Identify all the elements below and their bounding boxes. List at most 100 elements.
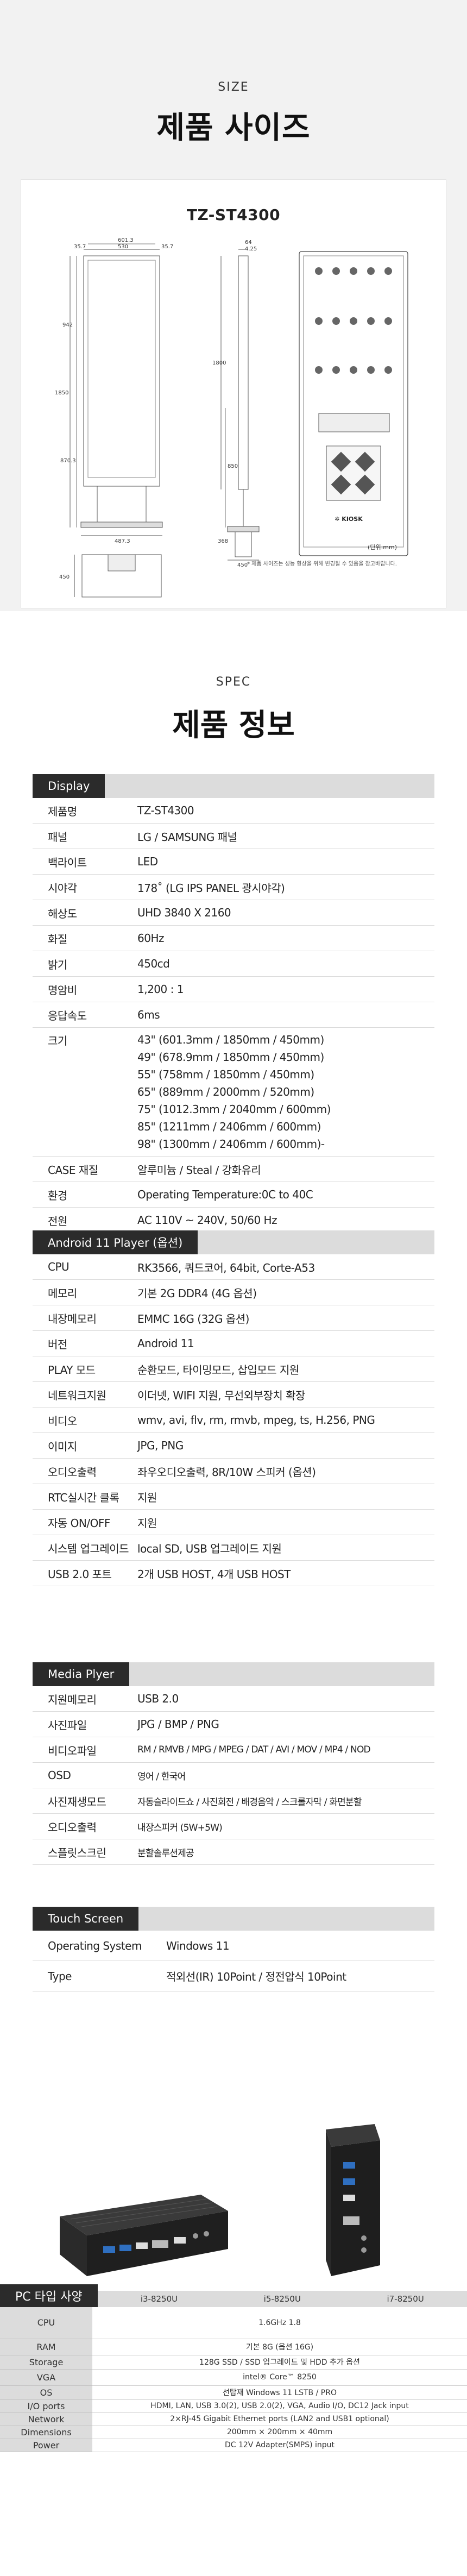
dim-side-height: 1800 xyxy=(212,360,226,366)
spec-value: 2개 USB HOST, 4개 USB HOST xyxy=(137,1567,291,1581)
spec-label: 사진재생모드 xyxy=(48,1795,106,1808)
spec-value: AC 110V ~ 240V, 50/60 Hz xyxy=(137,1214,277,1227)
spec-label: 지원메모리 xyxy=(48,1693,97,1706)
dim-base-height: 450 xyxy=(59,574,70,580)
pc-row-value: DC 12V Adapter(SMPS) input xyxy=(92,2439,467,2452)
display-tab: Display xyxy=(33,774,105,798)
spec-label: Type xyxy=(48,1969,72,1983)
spec-value: 적외선(IR) 10Point / 정전압식 10Point xyxy=(166,1970,346,1983)
spec-value: Windows 11 xyxy=(166,1939,230,1952)
display-header: Display xyxy=(33,774,434,798)
pc-row-label: OS xyxy=(0,2385,92,2400)
spec-label: 명암비 xyxy=(48,983,77,997)
spec-value: Android 11 xyxy=(137,1337,194,1350)
back-mid-pattern-icon xyxy=(318,413,390,501)
spec-label: 화질 xyxy=(48,932,67,946)
pc-row-value: 128G SSD / SSD 업그레이드 및 HDD 추가 옵션 xyxy=(92,2355,467,2370)
size-section: SIZE 제품 사이즈 TZ-ST4300 601.3 xyxy=(0,0,467,611)
back-view xyxy=(299,251,408,556)
spec-label: 스플릿스크린 xyxy=(48,1846,106,1859)
size-eyebrow: SIZE xyxy=(218,80,249,94)
spec-label: 전원 xyxy=(48,1214,67,1228)
front-view xyxy=(70,243,163,536)
spec-title: 제품 정보 xyxy=(172,708,295,743)
spec-label: RTC실시간 클록 xyxy=(48,1491,119,1504)
spec-value: UHD 3840 X 2160 xyxy=(137,906,231,919)
spec-value: TZ-ST4300 xyxy=(137,804,194,817)
dim-side-stand: 850 xyxy=(228,463,238,469)
spec-label: 비디오 xyxy=(48,1414,77,1428)
spec-label: 비디오파일 xyxy=(48,1744,97,1757)
spec-row: 명암비 1,200 : 1 xyxy=(33,977,434,1002)
base-view xyxy=(74,554,162,598)
spec-label: 응답속도 xyxy=(48,1009,87,1022)
spec-label: 제품명 xyxy=(48,805,77,818)
size-line: 85" (1211mm / 2406mm / 600mm) xyxy=(137,1120,321,1133)
spec-label: 밝기 xyxy=(48,958,67,971)
spec-row: 환경 Operating Temperature:0C to 40C xyxy=(33,1182,434,1208)
dim-height-mid: 870.3 xyxy=(60,458,76,464)
spec-label: USB 2.0 포트 xyxy=(48,1567,112,1581)
spec-eyebrow: SPEC xyxy=(216,675,251,689)
pc-product-images xyxy=(60,2124,380,2276)
pc-row-value: 선탑재 Windows 11 LSTB / PRO xyxy=(92,2385,467,2400)
spec-value: JPG, PNG xyxy=(137,1439,184,1452)
spec-value: wmv, avi, flv, rm, rmvb, mpeg, ts, H.256… xyxy=(137,1413,375,1427)
dim-base-width: 487.3 xyxy=(115,538,130,544)
size-line: 75" (1012.3mm / 2040mm / 600mm) xyxy=(137,1103,331,1116)
spec-label: 패널 xyxy=(48,830,67,844)
spec-value: 순환모드, 타이밍모드, 삽입모드 지원 xyxy=(137,1363,299,1377)
pc-row-value: 2×RJ-45 Gigabit Ethernet ports (LAN2 and… xyxy=(92,2412,467,2426)
touch-header: Touch Screen xyxy=(33,1907,434,1931)
media-tab: Media Plyer xyxy=(33,1662,130,1686)
spec-value: 지원 xyxy=(137,1491,157,1504)
spec-value: 6ms xyxy=(137,1008,160,1021)
spec-value: Operating Temperature:0C to 40C xyxy=(137,1188,313,1201)
touch-tab: Touch Screen xyxy=(33,1907,139,1931)
spec-value: USB 2.0 xyxy=(137,1692,179,1705)
pc-row-value: intel® Core™ 8250 xyxy=(92,2369,467,2386)
spec-label: 시스템 업그레이드 xyxy=(48,1542,129,1555)
pc-row-label: I/O ports xyxy=(0,2399,92,2413)
back-top-pattern-icon xyxy=(315,267,392,374)
spec-value: 1,200 : 1 xyxy=(137,983,184,996)
spec-label: CPU xyxy=(48,1260,70,1273)
spec-value: 60Hz xyxy=(137,932,165,945)
spec-value: 450cd xyxy=(137,957,170,970)
spec-value: 분할솔루션제공 xyxy=(137,1848,194,1859)
spec-label: 환경 xyxy=(48,1189,67,1202)
spec-row: 화질 60Hz xyxy=(33,926,434,951)
model-title: TZ-ST4300 xyxy=(186,206,281,224)
android-tab: Android 11 Player (옵션) xyxy=(33,1230,198,1254)
size-line: 55" (758mm / 1850mm / 450mm) xyxy=(137,1068,314,1081)
spec-value: LED xyxy=(137,855,158,868)
pc-row-value: 200mm × 200mm × 40mm xyxy=(92,2426,467,2439)
spec-value: 178˚ (LG IPS PANEL 광시야각) xyxy=(137,881,285,895)
spec-label: 사진파일 xyxy=(48,1718,87,1732)
dim-height-upper: 942 xyxy=(62,322,73,328)
pc-row-label: Storage xyxy=(0,2355,92,2370)
